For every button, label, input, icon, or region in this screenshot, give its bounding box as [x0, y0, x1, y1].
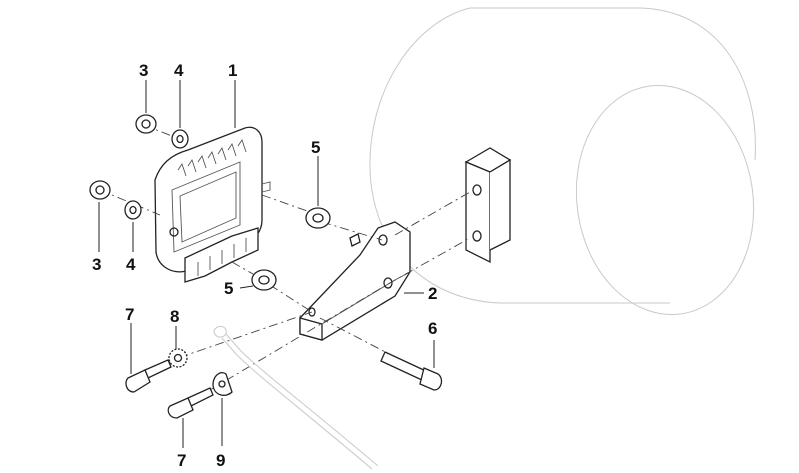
- control-module: [154, 126, 271, 283]
- callout-8: 8: [170, 307, 179, 326]
- mounting-clip: [464, 147, 512, 264]
- lock-washer: [168, 348, 188, 368]
- callout-7-upper: 7: [125, 305, 134, 324]
- assembly-axis-lines: [99, 124, 471, 399]
- grommet-upper: [305, 207, 331, 229]
- washer-lower: [124, 200, 142, 220]
- callout-3-lower: 3: [92, 255, 101, 274]
- callout-7-lower: 7: [177, 451, 186, 470]
- hex-bolt-upper: [125, 359, 172, 393]
- ground-lug: [212, 372, 233, 396]
- callout-3-upper: 3: [139, 61, 148, 80]
- hex-nut-lower: [89, 180, 111, 200]
- callout-9: 9: [216, 451, 225, 470]
- callout-2: 2: [428, 284, 437, 303]
- grommet-lower: [251, 269, 277, 291]
- callout-5-lower: 5: [224, 279, 233, 298]
- callout-4-lower: 4: [126, 255, 136, 274]
- callout-1: 1: [228, 61, 237, 80]
- module-ribs: [177, 138, 247, 177]
- callout-labels: 1 2 3 3 4 4 5 5 6 7 7 8 9: [92, 61, 437, 470]
- hex-nut-upper: [135, 114, 157, 134]
- ground-cable: [213, 325, 379, 470]
- callout-5-upper: 5: [311, 138, 320, 157]
- cylinder-housing: [369, 7, 756, 316]
- leader-lines: [98, 80, 435, 448]
- hex-bolt-lower: [167, 387, 214, 419]
- callout-6: 6: [428, 319, 437, 338]
- washer-upper: [171, 129, 189, 149]
- cap-screw: [380, 351, 443, 391]
- callout-4-upper: 4: [174, 61, 184, 80]
